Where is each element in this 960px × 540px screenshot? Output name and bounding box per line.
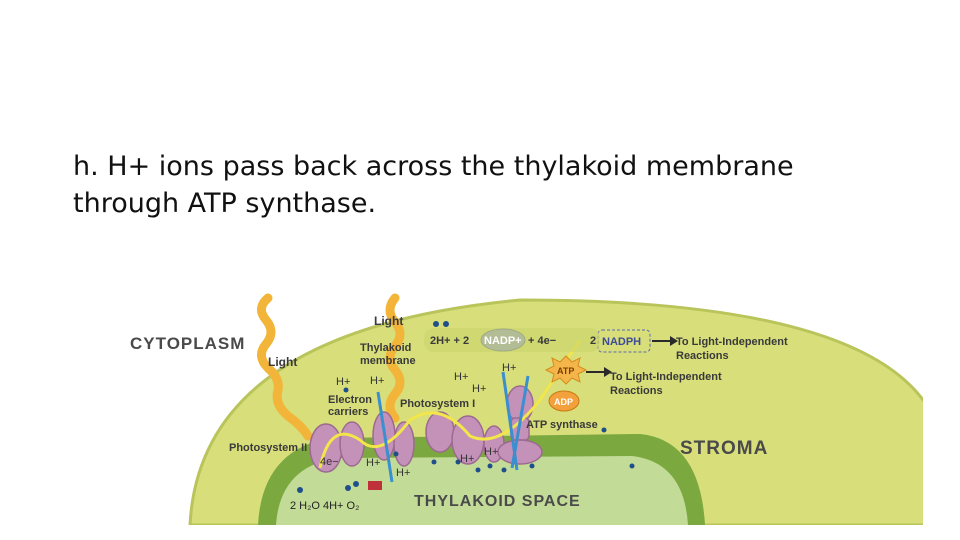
ion-dots: [297, 321, 635, 493]
h-ion-label: H+: [366, 457, 380, 469]
nadp-equation-right: + 4e−: [528, 335, 556, 347]
to-light-independent-2-line-2: Reactions: [610, 385, 663, 397]
atp-label: ATP: [557, 366, 574, 376]
nadp-label: NADP+: [484, 335, 522, 347]
h-ion-flow-arrow: [376, 391, 394, 483]
to-light-independent-label-2: To Light-Independent Reactions: [610, 371, 725, 397]
light-left-label: Light: [268, 355, 297, 369]
arrowhead-icon: [670, 336, 678, 346]
h-ion-label: H+: [336, 376, 350, 388]
h-ion-label: H+: [484, 446, 498, 458]
to-light-independent-1-line-2: Reactions: [676, 350, 729, 362]
adp-oval: [548, 390, 580, 412]
nadph-coefficient: 2: [590, 335, 596, 347]
to-light-independent-1-line-1: To Light-Independent: [676, 336, 788, 348]
photosystem-i-label: Photosystem I: [400, 398, 475, 410]
water-equation-label: 2 H₂O 4H+ O₂: [290, 500, 359, 512]
thylakoid-membrane-line-2: membrane: [360, 355, 416, 367]
h-ion-flow-arrow: [510, 375, 530, 469]
atp-synthase-label: ATP synthase: [526, 419, 598, 431]
h-ion-label: H+: [370, 375, 384, 387]
arrowhead-icon: [604, 367, 612, 377]
thylakoid-membrane-line-1: Thylakoid: [360, 342, 411, 354]
stroma-label: STROMA: [680, 438, 768, 459]
thylakoid-space-label: THYLAKOID SPACE: [414, 493, 581, 510]
cytoplasm-label: CYTOPLASM: [130, 334, 245, 353]
light-top-label: Light: [374, 314, 403, 328]
nadph-label: NADPH: [602, 336, 641, 348]
equation-band: [424, 328, 600, 352]
thylakoid-membrane-label: Thylakoid membrane: [360, 342, 416, 367]
nadp-equation-left: 2H+ + 2: [430, 335, 469, 347]
h-ion-label: H+: [460, 453, 474, 465]
h-ion-label: H+: [396, 467, 410, 479]
electron-carriers-line-1: Electron: [328, 394, 372, 406]
adp-label: ADP: [554, 397, 573, 407]
h-ion-label: H+: [472, 383, 486, 395]
electron-path: [318, 339, 582, 469]
atp-star-icon: [544, 355, 588, 385]
photosystem-ii-label: Photosystem II: [229, 442, 307, 454]
oxygen-icon: [368, 481, 382, 490]
to-light-independent-2-line-1: To Light-Independent: [610, 371, 722, 383]
electron-carriers-label: Electron carriers: [328, 394, 375, 418]
ps2-electrons-label: 4e−: [320, 456, 339, 468]
electron-carriers-line-2: carriers: [328, 406, 368, 418]
slide-text: h. H+ ions pass back across the thylakoi…: [73, 151, 794, 219]
thylakoid-space-region: [276, 456, 688, 525]
light-ray-top-icon: [385, 293, 405, 423]
light-ray-left-icon: [257, 293, 313, 441]
h-ion-label: H+: [502, 362, 516, 374]
to-light-independent-label-1: To Light-Independent Reactions: [676, 336, 791, 362]
h-ion-label: H+: [454, 371, 468, 383]
